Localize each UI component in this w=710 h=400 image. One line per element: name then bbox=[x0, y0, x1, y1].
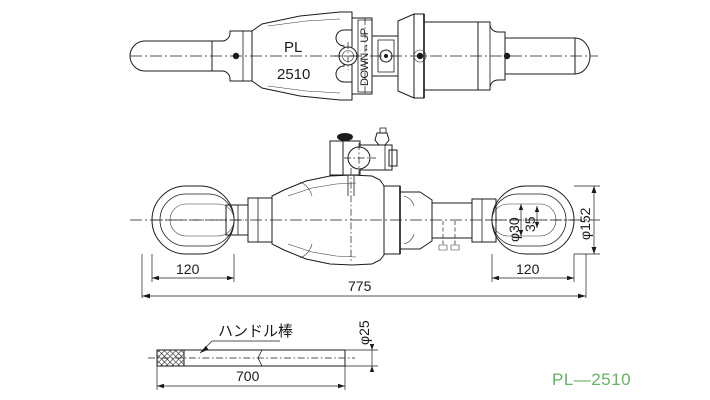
top-view-square-block-inner bbox=[377, 39, 395, 73]
handle-callout-leader bbox=[199, 340, 280, 354]
dim-700-text: 700 bbox=[236, 368, 260, 384]
top-view-label-2510: 2510 bbox=[277, 66, 310, 83]
side-view-body-contour-lower bbox=[287, 243, 357, 258]
dim-left120-arrow-b bbox=[227, 275, 234, 281]
side-view-body-fillet-upper bbox=[299, 181, 313, 197]
top-view-down-up-label: DOWN↔UP bbox=[359, 28, 371, 86]
dim-25-text: φ25 bbox=[356, 320, 372, 345]
side-view-right-collar bbox=[471, 198, 497, 243]
dim-35-arrow-bottom bbox=[534, 222, 540, 228]
side-elevation-view: φ152 φ30 35 120 120 775 bbox=[130, 127, 600, 299]
side-view-fitting bbox=[374, 132, 390, 146]
side-view-lever-knob bbox=[337, 133, 353, 141]
dim-right120-arrow-a bbox=[492, 275, 499, 281]
dim-left120-text: 120 bbox=[176, 261, 200, 277]
handle-bar-view: ハンドル棒 700 φ25 bbox=[148, 320, 378, 390]
top-view-left-rod bbox=[129, 40, 213, 72]
top-view-body-contour-upper bbox=[267, 18, 341, 27]
handle-callout-text: ハンドル棒 bbox=[218, 322, 293, 340]
dim-30-text: φ30 bbox=[506, 217, 522, 242]
dim-775-text: 775 bbox=[348, 278, 372, 294]
side-view-left-shank bbox=[225, 204, 249, 236]
dim-left120-arrow-a bbox=[152, 275, 159, 281]
dim-152-arrow-bottom bbox=[591, 247, 597, 254]
dim-700-arrow-b bbox=[338, 383, 345, 389]
side-view-body-fillet-lower bbox=[299, 243, 313, 259]
dim-700-arrow-a bbox=[157, 383, 164, 389]
side-view-body-outline bbox=[271, 174, 385, 266]
side-view-valve-cap bbox=[388, 149, 398, 167]
dim-152-arrow-top bbox=[591, 186, 597, 193]
side-view-right-taper-fillet-upper bbox=[403, 195, 415, 207]
side-view-right-taper-fillet-lower bbox=[403, 233, 415, 245]
dim-right120-text: 120 bbox=[516, 261, 540, 277]
dim-25-arrow-b bbox=[369, 366, 375, 372]
side-view-fitting-tip bbox=[379, 127, 387, 134]
dim-30-arrow-top bbox=[518, 204, 524, 210]
part-code-label: PL—2510 bbox=[552, 370, 631, 389]
side-view-body-contour-upper bbox=[287, 182, 357, 197]
top-view-body bbox=[251, 11, 353, 101]
side-view-right-barrel bbox=[431, 202, 473, 239]
side-view-pin-head-b bbox=[450, 244, 460, 251]
dim-30-arrow-bottom bbox=[518, 230, 524, 236]
top-view: PL 2510 DOWN↔UP bbox=[129, 11, 598, 101]
side-view-right-taper bbox=[399, 191, 433, 250]
top-view-body-contour-lower bbox=[267, 85, 341, 94]
dim-35-arrow-top bbox=[534, 206, 540, 212]
handle-callout-arrow bbox=[200, 345, 209, 353]
dim-775-arrow-a bbox=[142, 293, 150, 299]
dim-152-text: φ152 bbox=[577, 207, 593, 240]
dim-25-arrow-a bbox=[369, 344, 375, 350]
top-view-label-pl: PL bbox=[284, 39, 302, 56]
side-view-pin-head-a bbox=[438, 244, 448, 251]
top-view-label-plate bbox=[357, 19, 373, 93]
dim-35-text: 35 bbox=[522, 216, 538, 232]
dim-right120-arrow-b bbox=[567, 275, 574, 281]
handle-bar-knurl-b bbox=[156, 349, 185, 367]
dim-775-arrow-b bbox=[578, 293, 586, 299]
